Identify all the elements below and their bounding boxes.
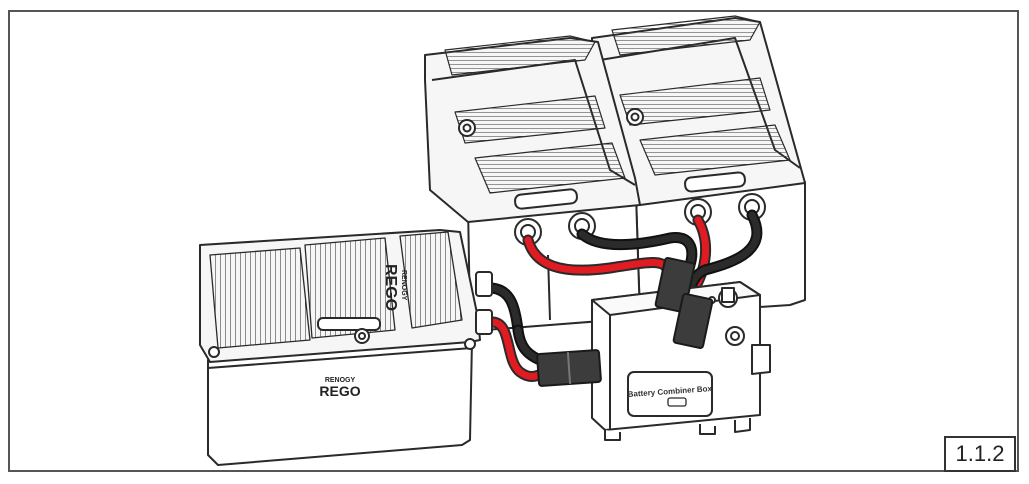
front-model-top: REGO bbox=[382, 264, 399, 311]
front-brand-side: RENOGY bbox=[325, 377, 356, 384]
anderson-connectors-top bbox=[654, 256, 714, 350]
front-brand-top: RENOGY bbox=[400, 270, 407, 301]
figure-number: 1.1.2 bbox=[944, 436, 1016, 472]
anderson-connector-front bbox=[536, 349, 602, 387]
cables bbox=[486, 209, 763, 382]
battery-front bbox=[199, 229, 493, 466]
front-model-side: REGO bbox=[319, 383, 360, 399]
